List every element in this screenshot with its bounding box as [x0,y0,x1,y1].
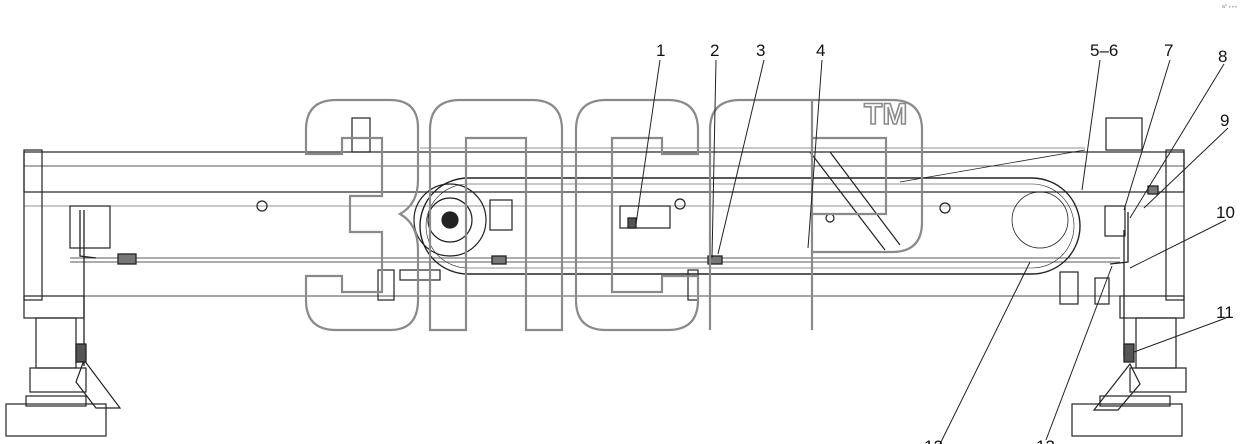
left-support-leg [5,295,122,437]
callout-8: 8 [1218,47,1227,66]
callout-10: 10 [1216,203,1235,222]
callout-5-6: 5–6 [1090,41,1118,60]
callout-1: 1 [656,41,665,60]
callout-3: 3 [756,41,765,60]
callout-12: 12 [924,437,943,444]
hose-lines [75,185,1159,366]
corner-mark: a° ∘∘∘ [1222,4,1238,10]
callout-2: 2 [710,41,719,60]
boom-frame [23,117,1185,305]
right-support-leg [1071,295,1187,437]
watermark-logo [304,98,924,332]
callout-4: 4 [816,41,825,60]
callout-7: 7 [1164,41,1173,60]
callout-11: 11 [1216,303,1234,322]
callout-9: 9 [1220,111,1229,130]
leader-lines [635,59,1229,444]
callout-13: 13 [1036,437,1055,444]
trademark-mark: TM [864,98,907,131]
callout-labels: 1 2 3 4 5–6 7 8 9 10 11 12 13 [656,41,1235,444]
